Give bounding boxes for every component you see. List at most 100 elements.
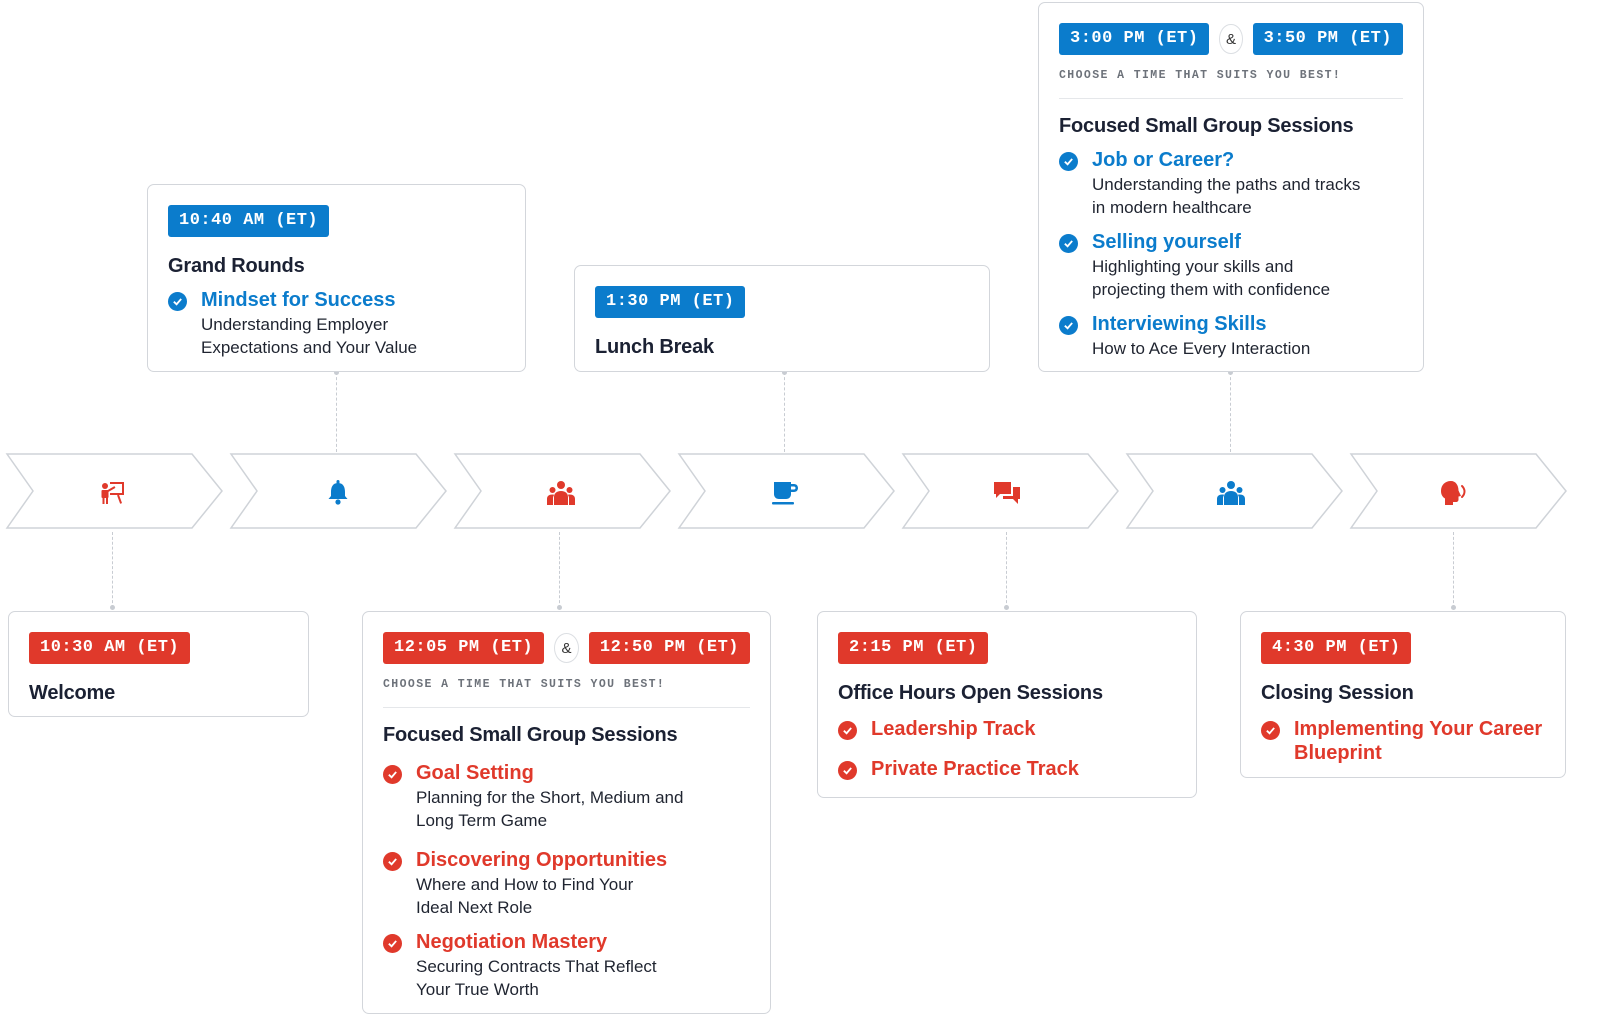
session-desc: Planning for the Short, Medium and Long … [416, 786, 750, 832]
session-desc-line: in modern healthcare [1092, 198, 1252, 217]
session-title: Private Practice Track [871, 758, 1079, 780]
ampersand-badge: & [554, 633, 579, 663]
time-row: 4:30 PM (ET) [1261, 632, 1545, 664]
session-desc-line: Long Term Game [416, 811, 548, 830]
card-office-hours: 2:15 PM (ET) Office Hours Open Sessions … [817, 611, 1197, 798]
session-item: Selling yourself Highlighting your skill… [1059, 230, 1403, 301]
card-title: Lunch Break [595, 336, 714, 358]
session-desc: How to Ace Every Interaction [1092, 337, 1403, 360]
connector-dot [557, 605, 562, 610]
card-lunch-break: 1:30 PM (ET) Lunch Break [574, 265, 990, 372]
session-title: Mindset for Success [201, 289, 396, 311]
group-icon [547, 481, 575, 505]
connector-welcome [112, 532, 113, 608]
card-title: Grand Rounds [168, 255, 305, 277]
speaking-head-icon [1441, 481, 1466, 505]
card-small-group-afternoon: 3:00 PM (ET) & 3:50 PM (ET) CHOOSE A TIM… [1038, 2, 1424, 372]
connector-dot [1451, 605, 1456, 610]
session-title: Leadership Track [871, 718, 1036, 740]
session-desc: Understanding the paths and tracks in mo… [1092, 173, 1403, 219]
chevron-step-1 [5, 453, 223, 529]
card-closing-session: 4:30 PM (ET) Closing Session Implementin… [1240, 611, 1566, 778]
session-title: Discovering Opportunities [416, 849, 668, 871]
session-desc-line: Highlighting your skills and [1092, 257, 1294, 276]
card-title: Focused Small Group Sessions [1059, 115, 1354, 137]
check-circle-icon [168, 292, 187, 311]
check-circle-icon [1059, 316, 1078, 335]
time-row: 2:15 PM (ET) [838, 632, 1176, 664]
session-item: Discovering Opportunities Where and How … [383, 848, 750, 919]
chevron-step-3 [453, 453, 671, 529]
connector-small-group-2 [1230, 372, 1231, 452]
session-desc-line: projecting them with confidence [1092, 280, 1331, 299]
check-circle-icon [383, 934, 402, 953]
check-circle-icon [1059, 234, 1078, 253]
time-badge: 10:30 AM (ET) [29, 632, 191, 664]
time-row: 1:30 PM (ET) [595, 286, 969, 318]
session-desc: Securing Contracts That Reflect Your Tru… [416, 955, 750, 1001]
session-title: Goal Setting [416, 762, 534, 784]
session-desc: Understanding Employer Expectations and … [201, 313, 505, 359]
session-desc-line: Ideal Next Role [416, 898, 533, 917]
check-circle-icon [383, 852, 402, 871]
session-title: Implementing Your Career Blueprint [1294, 717, 1545, 765]
choose-time-hint: CHOOSE A TIME THAT SUITS YOU BEST! [1059, 69, 1403, 99]
connector-office-hours [1006, 532, 1007, 608]
card-welcome: 10:30 AM (ET) Welcome [8, 611, 309, 717]
connector-dot [1228, 370, 1233, 375]
time-badge: 3:50 PM (ET) [1252, 23, 1403, 55]
session-desc-line: How to Ace Every Interaction [1092, 339, 1311, 358]
card-title: Closing Session [1261, 682, 1414, 704]
presenter-icon [101, 482, 124, 504]
timeline-chevrons [5, 453, 1567, 529]
time-badge: 2:15 PM (ET) [838, 632, 989, 664]
time-row: 3:00 PM (ET) & 3:50 PM (ET) [1059, 23, 1403, 55]
session-item: Goal Setting Planning for the Short, Med… [383, 761, 750, 832]
session-desc: Highlighting your skills and projecting … [1092, 255, 1403, 301]
connector-small-group-1 [559, 532, 560, 608]
session-title-line: Blueprint [1294, 742, 1382, 764]
check-circle-icon [838, 721, 857, 740]
session-desc-line: Your True Worth [416, 980, 539, 999]
session-item: Negotiation Mastery Securing Contracts T… [383, 930, 750, 1001]
session-desc-line: Expectations and Your Value [201, 338, 418, 357]
session-title: Negotiation Mastery [416, 931, 608, 953]
time-badge: 3:00 PM (ET) [1059, 23, 1210, 55]
session-desc-line: Planning for the Short, Medium and [416, 788, 684, 807]
session-item: Implementing Your Career Blueprint [1261, 717, 1545, 765]
time-badge: 10:40 AM (ET) [168, 205, 330, 237]
bell-icon [328, 480, 348, 505]
connector-grand-rounds [336, 372, 337, 452]
time-badge: 4:30 PM (ET) [1261, 632, 1412, 664]
ampersand-badge: & [1219, 24, 1243, 54]
connector-closing [1453, 532, 1454, 608]
time-row: 10:30 AM (ET) [29, 632, 288, 664]
check-circle-icon [838, 761, 857, 780]
coffee-cup-icon [772, 482, 798, 505]
card-title: Focused Small Group Sessions [383, 724, 678, 746]
time-row: 10:40 AM (ET) [168, 205, 505, 237]
session-title: Interviewing Skills [1092, 313, 1267, 335]
check-circle-icon [1059, 152, 1078, 171]
session-item: Interviewing Skills How to Ace Every Int… [1059, 312, 1403, 360]
connector-dot [334, 370, 339, 375]
time-badge: 12:05 PM (ET) [383, 632, 545, 664]
session-item: Private Practice Track [838, 757, 1176, 781]
session-desc-line: Where and How to Find Your [416, 875, 634, 894]
choose-time-hint: CHOOSE A TIME THAT SUITS YOU BEST! [383, 678, 750, 708]
card-title: Office Hours Open Sessions [838, 682, 1103, 704]
chat-bubbles-icon [994, 482, 1020, 504]
time-badge: 1:30 PM (ET) [595, 286, 746, 318]
connector-dot [1004, 605, 1009, 610]
session-title: Job or Career? [1092, 149, 1235, 171]
time-row: 12:05 PM (ET) & 12:50 PM (ET) [383, 632, 750, 664]
connector-lunch [784, 372, 785, 452]
session-item: Mindset for Success Understanding Employ… [168, 288, 505, 359]
session-desc-line: Understanding the paths and tracks [1092, 175, 1361, 194]
card-small-group-midday: 12:05 PM (ET) & 12:50 PM (ET) CHOOSE A T… [362, 611, 771, 1014]
session-title-line: Implementing Your Career [1294, 718, 1543, 740]
card-title: Welcome [29, 682, 116, 704]
chevron-step-6 [1125, 453, 1343, 529]
session-item: Leadership Track [838, 717, 1176, 741]
card-grand-rounds: 10:40 AM (ET) Grand Rounds Mindset for S… [147, 184, 526, 372]
